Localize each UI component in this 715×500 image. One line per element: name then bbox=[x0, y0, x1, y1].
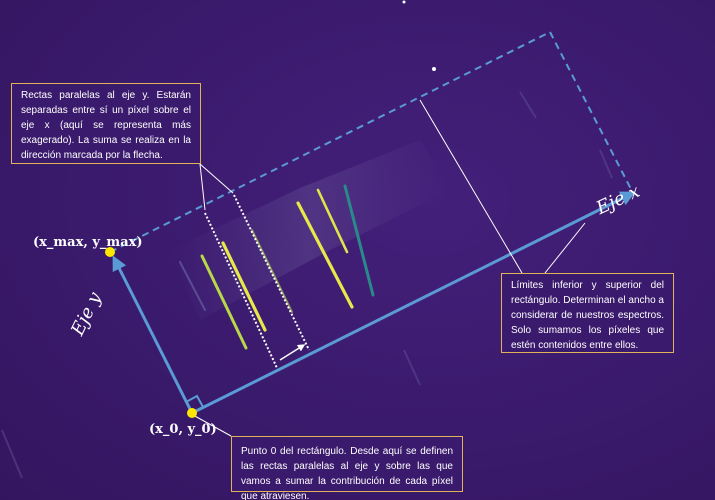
origin-point-marker bbox=[187, 408, 197, 418]
x-axis-arrow bbox=[191, 191, 636, 415]
spectrum-line bbox=[200, 254, 248, 350]
streak bbox=[599, 149, 613, 179]
spectrum-line bbox=[251, 229, 293, 313]
right-angle-marker bbox=[185, 394, 204, 408]
spectrum-line bbox=[296, 201, 354, 309]
right-dashed-edge bbox=[549, 31, 634, 194]
leader-line bbox=[199, 163, 234, 194]
streak bbox=[403, 349, 421, 386]
spectrum-line bbox=[343, 184, 375, 297]
y-axis-arrow bbox=[112, 255, 194, 414]
leader-line bbox=[544, 222, 586, 274]
spectrum-glow bbox=[170, 140, 450, 320]
leader-line bbox=[199, 163, 206, 211]
leader-line bbox=[419, 99, 523, 274]
rectangle-upper-limit bbox=[109, 31, 634, 253]
max-point-marker bbox=[105, 247, 115, 257]
star bbox=[402, 0, 406, 4]
parallel-lines bbox=[204, 194, 310, 369]
origin-callout: Punto 0 del rectángulo. Desde aquí se de… bbox=[231, 436, 463, 500]
spectrum-line bbox=[316, 188, 349, 254]
streak bbox=[519, 91, 537, 119]
parallel-line-2 bbox=[233, 194, 310, 351]
origin-point-label: (x_0, y_0) bbox=[149, 422, 217, 437]
upper-dashed-edge bbox=[109, 31, 551, 253]
parallel-line-1 bbox=[204, 212, 278, 369]
streak bbox=[1, 429, 23, 479]
sum-direction-arrow bbox=[279, 344, 306, 361]
spectra bbox=[179, 184, 375, 350]
parallel-lines-callout: Rectas paralelas al eje y. Estarán separ… bbox=[11, 83, 201, 164]
spectrum-line bbox=[179, 261, 206, 311]
limits-callout: Límites inferior y superior del rectángu… bbox=[501, 273, 674, 353]
leader-line bbox=[192, 414, 232, 437]
background-streaks bbox=[1, 91, 613, 479]
star bbox=[432, 67, 436, 71]
max-point-label: (x_max, y_max) bbox=[33, 235, 143, 250]
callout-leaders bbox=[192, 99, 586, 437]
spectrum-line bbox=[221, 241, 267, 332]
